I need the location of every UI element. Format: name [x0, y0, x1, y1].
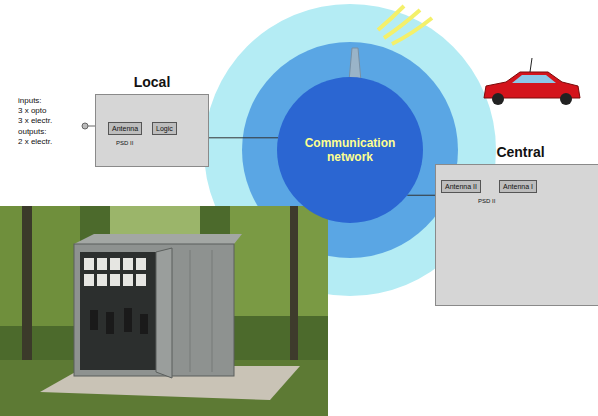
io-spec: 3 x electr.: [18, 116, 52, 125]
module-label: Logic: [156, 125, 173, 132]
input-stub: [82, 123, 95, 129]
network-circle: Communication network: [277, 77, 423, 223]
station-title: Local: [95, 74, 209, 90]
module-box: Antenna II: [441, 180, 481, 193]
io-spec: 2 x electr.: [18, 137, 52, 146]
station-box: CentralAntenna II Antenna I: [435, 130, 598, 306]
module-label: Antenna II: [445, 183, 477, 190]
module-label: Antenna I: [503, 183, 533, 190]
network-label: Communication network: [298, 136, 402, 165]
station-title: Central: [435, 144, 598, 160]
module-caption: PSD II: [116, 140, 133, 146]
io-spec: 3 x opto: [18, 106, 46, 115]
connector-line: [209, 137, 278, 138]
car: [484, 58, 580, 105]
module-box: Antenna: [108, 122, 142, 135]
module-label: Antenna: [112, 125, 138, 132]
io-spec: inputs:: [18, 96, 42, 105]
module-caption: PSD II: [478, 198, 495, 204]
io-spec: outputs:: [18, 127, 46, 136]
cabinet-photo: [0, 206, 328, 416]
connector-line: [407, 195, 435, 196]
module-box: Logic: [152, 122, 177, 135]
module-box: Antenna I: [499, 180, 537, 193]
radio-waves: [378, 6, 432, 44]
station-box: LocalAntenna Logic: [95, 72, 209, 167]
